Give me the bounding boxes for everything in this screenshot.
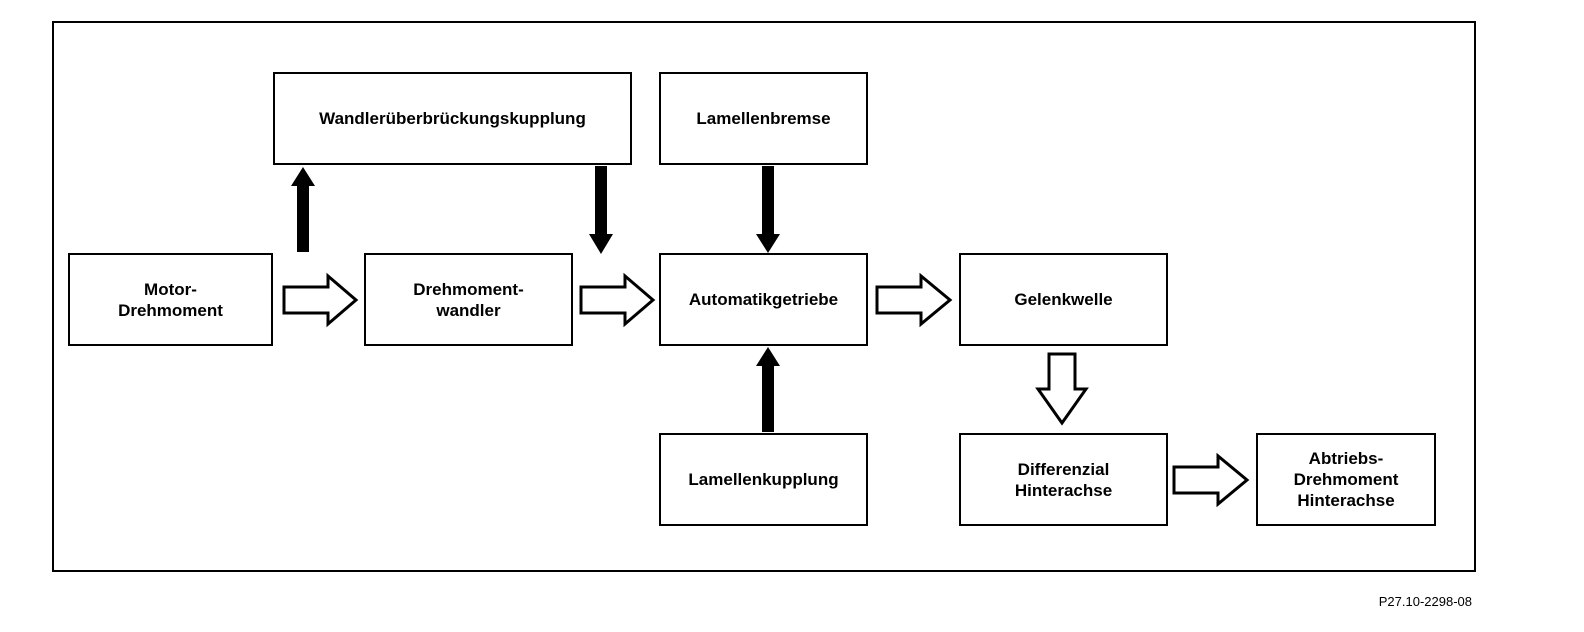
box-lamellenbremse: Lamellenbremse	[659, 72, 868, 165]
box-gelenkwelle: Gelenkwelle	[959, 253, 1168, 346]
box-automatikgetriebe: Automatikgetriebe	[659, 253, 868, 346]
reference-number: P27.10-2298-08	[1378, 594, 1472, 609]
box-differenzial-hinterachse: Differenzial Hinterachse	[959, 433, 1168, 526]
box-motor-drehmoment: Motor- Drehmoment	[68, 253, 273, 346]
box-lamellenkupplung: Lamellenkupplung	[659, 433, 868, 526]
diagram-frame	[52, 21, 1476, 572]
box-abtriebs-drehmoment: Abtriebs- Drehmoment Hinterachse	[1256, 433, 1436, 526]
box-wandlerueberbrueckungskupplung: Wandlerüberbrückungskupplung	[273, 72, 632, 165]
box-drehmomentwandler: Drehmoment- wandler	[364, 253, 573, 346]
